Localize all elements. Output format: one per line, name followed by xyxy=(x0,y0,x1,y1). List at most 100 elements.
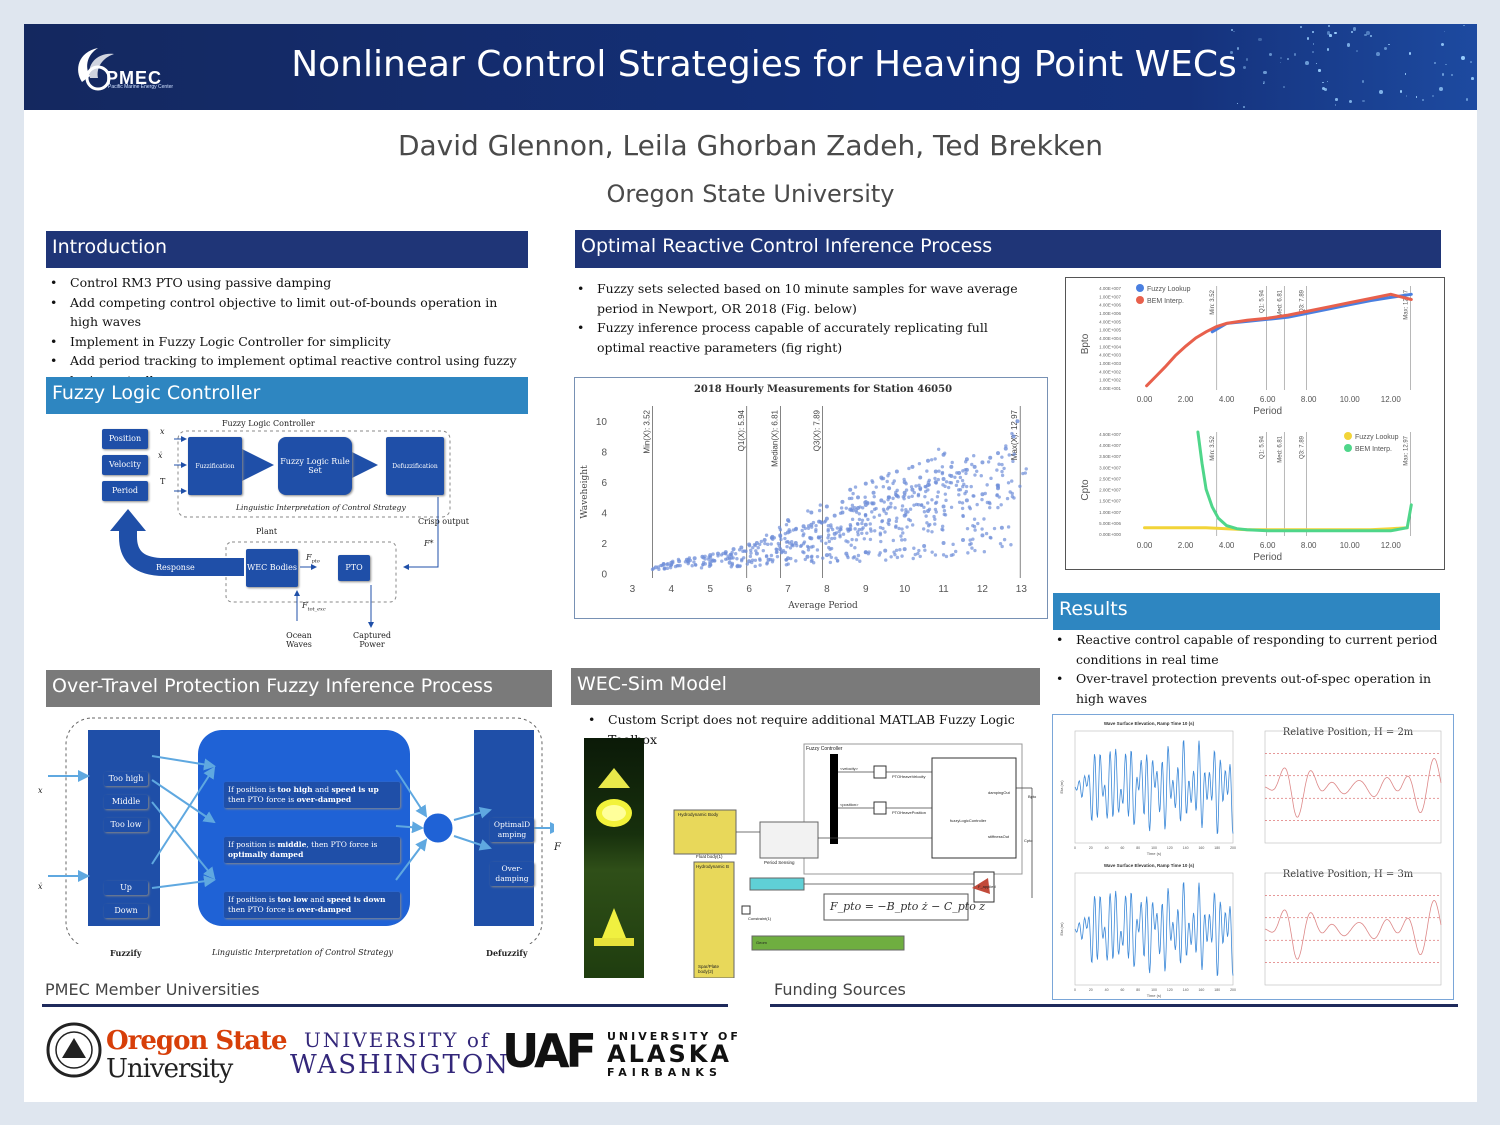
scatter-point xyxy=(731,547,736,552)
scatter-point xyxy=(972,517,977,521)
scatter-point xyxy=(870,502,874,506)
orc-bullet: Fuzzy inference process capable of accur… xyxy=(575,318,1035,357)
scatter-point xyxy=(932,514,936,519)
scatter-point xyxy=(779,537,783,542)
pmec-logo-subtitle: Pacific Marine Energy Center xyxy=(108,84,174,90)
scatter-point xyxy=(744,549,748,553)
scatter-point xyxy=(879,498,884,503)
scatter-point xyxy=(926,529,930,533)
scatter-point xyxy=(872,494,876,499)
scatter-point xyxy=(971,537,975,541)
intro-bullets: Control RM3 PTO using passive damping Ad… xyxy=(48,273,528,390)
scatter-point xyxy=(840,499,845,504)
bpto-y-tick: 4.00E+001 xyxy=(1099,386,1121,391)
scatter-point xyxy=(849,543,853,547)
sparkle-dot xyxy=(1316,63,1318,65)
cpto-y-tick: 2.00E+007 xyxy=(1099,488,1121,493)
scatter-point xyxy=(941,553,946,557)
scatter-point xyxy=(703,557,707,561)
res2-x-tick: 140 xyxy=(1183,988,1189,992)
scatter-point xyxy=(739,559,744,563)
scatter-point xyxy=(783,550,788,555)
scatter-point xyxy=(748,554,753,559)
simulink-spar-label: Spar/Plate body(2) xyxy=(698,964,720,974)
scatter-point xyxy=(973,548,977,553)
scatter-point xyxy=(693,562,698,567)
simulink-f-applied-label: F_applied xyxy=(978,884,996,889)
result-plot-position-3m: Relative Position, H = 3m xyxy=(1245,859,1451,999)
scatter-point xyxy=(835,526,840,530)
scatter-point xyxy=(943,492,948,496)
scatter-point xyxy=(917,461,922,466)
scatter-point xyxy=(821,556,825,560)
scatter-point xyxy=(889,505,893,509)
scatter-point xyxy=(897,526,901,531)
scatter-point xyxy=(894,525,898,529)
scatter-point xyxy=(927,483,932,487)
scatter-point xyxy=(895,488,899,493)
scatter-point xyxy=(980,527,984,531)
scatter-point xyxy=(787,519,791,524)
scatter-point xyxy=(912,546,916,550)
intro-bullet: Control RM3 PTO using passive damping xyxy=(48,273,528,293)
scatter-point xyxy=(853,527,857,531)
scatter-point xyxy=(918,475,923,480)
scatter-point xyxy=(944,480,949,484)
scatter-point xyxy=(922,510,927,514)
scatter-point xyxy=(983,491,987,496)
scatter-point xyxy=(943,451,947,455)
scatter-point xyxy=(946,485,951,490)
scatter-stat-label: Q1(X): 5.94 xyxy=(737,409,746,451)
scatter-point xyxy=(907,517,911,522)
scatter-point xyxy=(881,507,886,511)
otp-rule-1: If position is too high and speed is up … xyxy=(224,782,400,808)
scatter-point xyxy=(839,527,843,532)
sparkle-dot xyxy=(1233,30,1235,33)
results-bullet: Reactive control capable of responding t… xyxy=(1054,630,1444,669)
scatter-point xyxy=(656,565,661,569)
scatter-point xyxy=(902,547,907,552)
scatter-point xyxy=(759,539,764,544)
scatter-point xyxy=(979,474,983,478)
flc-diagram: Fuzzy Logic Controller Position Velocity… xyxy=(46,417,528,657)
scatter-point xyxy=(900,554,904,558)
scatter-point xyxy=(962,482,966,487)
scatter-point xyxy=(811,561,816,565)
scatter-point xyxy=(933,517,937,521)
scatter-point xyxy=(687,556,692,560)
scatter-point xyxy=(701,562,705,567)
scatter-point xyxy=(909,485,914,489)
scatter-point xyxy=(968,542,972,547)
scatter-point xyxy=(864,499,868,504)
wec-photos xyxy=(584,738,644,978)
scatter-point xyxy=(1015,419,1020,424)
scatter-point xyxy=(784,523,789,527)
scatter-point xyxy=(850,537,854,542)
scatter-point xyxy=(1006,481,1011,485)
scatter-point xyxy=(927,478,932,482)
sparkle-dot xyxy=(1262,80,1266,84)
rule-text: and xyxy=(312,785,332,794)
scatter-point xyxy=(877,513,882,517)
otp-defuzzify-label: Defuzzify xyxy=(486,948,528,958)
rule-text: middle xyxy=(277,840,307,849)
scatter-point xyxy=(903,538,907,542)
scatter-point xyxy=(708,555,713,559)
res3-title: Relative Position, H = 3m xyxy=(1283,869,1414,880)
scatter-point xyxy=(775,554,780,559)
bpto-legend-swatch xyxy=(1136,296,1144,304)
scatter-point xyxy=(936,477,940,482)
scatter-point xyxy=(925,469,929,473)
scatter-point xyxy=(863,495,867,499)
scatter-point xyxy=(772,536,777,540)
uw-wordmark-1: UNIVERSITY of xyxy=(304,1028,491,1052)
res1-title: Relative Position, H = 2m xyxy=(1283,727,1414,738)
simulink-diagram-svg xyxy=(673,743,1033,979)
scatter-point xyxy=(671,561,675,565)
scatter-point xyxy=(941,477,946,482)
flc-x-symbol: x xyxy=(160,427,165,436)
scatter-point xyxy=(1000,462,1004,467)
scatter-point xyxy=(827,539,832,544)
otp-heading: Over-Travel Protection Fuzzy Inference P… xyxy=(46,670,552,707)
sparkle-dot xyxy=(1460,56,1465,60)
